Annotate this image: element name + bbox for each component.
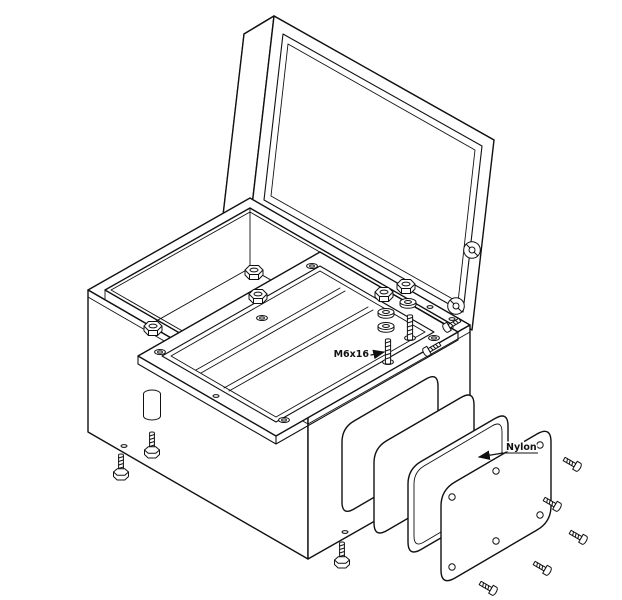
- gland-plate-hole: [492, 467, 500, 475]
- gland-plate-hole: [448, 493, 456, 501]
- gland-plate-hole: [536, 511, 544, 519]
- m6x16-bolt: [384, 338, 392, 365]
- hex-nut: [143, 321, 163, 336]
- bolt-size-label: M6x16: [334, 349, 370, 360]
- cover-screw: [567, 527, 589, 546]
- plate-bottom-edge: [137, 339, 459, 445]
- bolt-size-arrow: [370, 349, 386, 360]
- plate-pilot-hole: [212, 394, 220, 398]
- plate-groove-1b: [200, 290, 346, 374]
- enclosure-lid: [221, 15, 495, 349]
- cover-screw: [477, 578, 499, 597]
- cover-screw: [561, 454, 583, 473]
- plate-groove-1a: [195, 287, 341, 371]
- fastener-hardware: [113, 265, 463, 569]
- plate-hole: [428, 335, 440, 341]
- gland-plate-hole: [492, 537, 500, 545]
- gland-plate-hole: [448, 563, 456, 571]
- flat-washer: [377, 322, 395, 333]
- gland-plate-assembly: [341, 376, 589, 597]
- hex-nut: [374, 287, 394, 302]
- lid-inner-face: [251, 15, 495, 331]
- rim-screw-hole-2: [426, 305, 434, 309]
- flat-washer: [399, 298, 417, 309]
- standoff-body: [143, 393, 161, 421]
- m6x16-bolt: [406, 314, 414, 341]
- plate-hole: [154, 349, 166, 355]
- rim-screw-hole-1: [448, 317, 456, 321]
- plate-hole: [306, 263, 318, 269]
- plate-recess-inner: [170, 270, 426, 418]
- plate-groove-2b: [228, 309, 374, 392]
- hex-nut: [248, 289, 268, 304]
- lid-fastener-top: [463, 241, 481, 259]
- foot-hole-front: [341, 530, 349, 534]
- standoff-spacer: [143, 389, 161, 421]
- gland-plate: [440, 430, 552, 582]
- annotations: M6x16 Nylon: [332, 348, 538, 460]
- spring-washer: [377, 308, 395, 319]
- nylon-arrow: [477, 450, 504, 460]
- plate-groove-2a: [223, 306, 369, 389]
- cover-screw: [531, 558, 553, 577]
- foot-bolt-left: [113, 453, 129, 481]
- gland-plate-holes: [448, 441, 544, 571]
- hex-nut: [244, 265, 264, 280]
- lid-fastener-bottom: [447, 297, 465, 315]
- wall-lip-line-right: [307, 331, 471, 425]
- plate-hole: [256, 315, 268, 321]
- nylon-material-label: Nylon: [506, 442, 537, 453]
- foot-bolt-front: [334, 541, 350, 569]
- gland-plate-hole: [536, 441, 544, 449]
- plate-hole: [278, 417, 290, 423]
- lid-seal-groove-outer: [263, 33, 483, 313]
- hex-nut: [396, 279, 416, 294]
- foot-hole-left: [120, 444, 128, 448]
